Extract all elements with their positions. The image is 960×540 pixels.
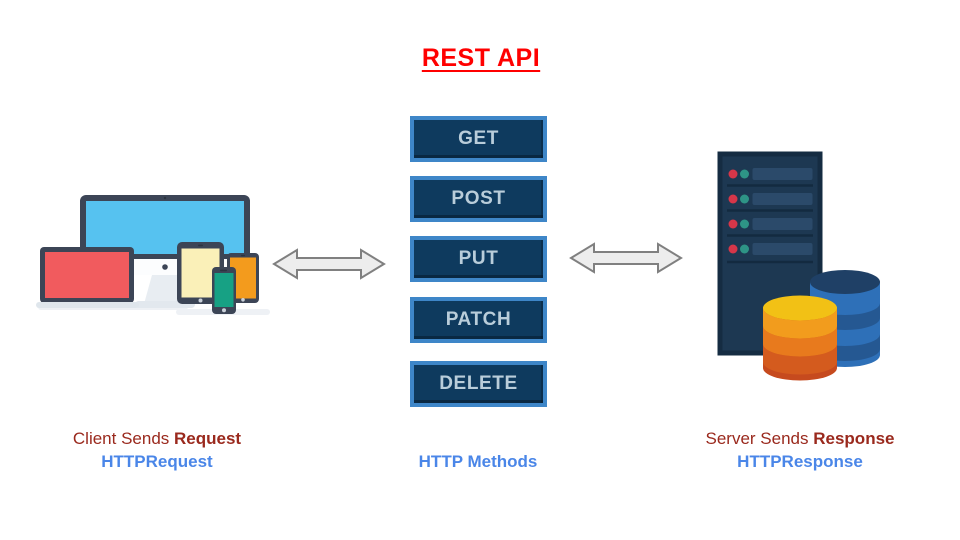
method-box-get: GET (410, 116, 547, 162)
method-box-delete: DELETE (410, 361, 547, 407)
double-arrow-icon (272, 248, 386, 280)
client-caption-line1: Client Sends Request (72, 429, 242, 448)
diagram-title: REST API (421, 44, 541, 72)
double-arrow-icon (569, 242, 683, 274)
client-caption: Client Sends Request HTTPRequest (17, 427, 297, 473)
smartphone-icon (212, 267, 236, 314)
http-methods-caption: HTTP Methods (418, 452, 538, 471)
server-database-illustration (717, 151, 880, 381)
client-caption-line2: HTTPRequest (101, 452, 213, 471)
method-box-patch: PATCH (410, 297, 547, 343)
server-caption: Server Sends Response HTTPResponse (660, 427, 940, 473)
laptop-icon (36, 247, 139, 308)
database-orange-icon (763, 295, 837, 381)
server-caption-line2: HTTPResponse (737, 452, 863, 471)
method-box-put: PUT (410, 236, 547, 282)
client-devices-illustration (36, 195, 270, 315)
method-box-post: POST (410, 176, 547, 222)
server-caption-line1: Server Sends Response (705, 429, 895, 448)
